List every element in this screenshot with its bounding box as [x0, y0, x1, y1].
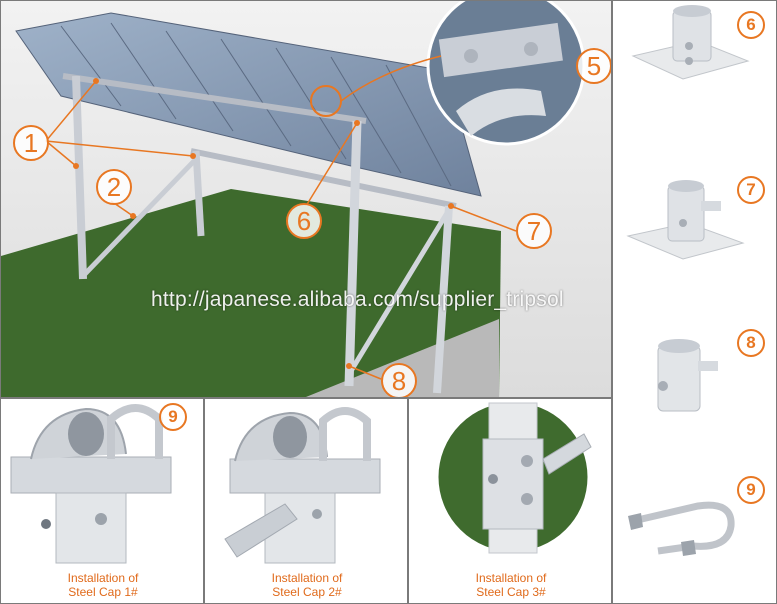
caption-line-2: Steel Cap 3# — [476, 585, 546, 599]
callout-7: 7 — [516, 213, 552, 249]
top-rail — [62, 73, 367, 124]
caption-line-2: Steel Cap 1# — [68, 585, 138, 599]
marker-dot — [346, 363, 352, 369]
steel-cap-part-7 — [626, 180, 745, 260]
mounting-plate — [10, 456, 172, 494]
solar-mount-illustration-panel: 1 2 5 6 7 8 http://japanese.alibaba.com/… — [0, 0, 612, 398]
detail-bolt-1 — [464, 49, 478, 63]
rear-leg-left — [192, 150, 205, 237]
cap-2-illustration — [224, 407, 381, 564]
side-callout-7: 7 — [737, 176, 765, 204]
side-callout-6: 6 — [737, 11, 765, 39]
callout-8: 8 — [381, 363, 417, 397]
caption-cap-3: Installation of Steel Cap 3# — [409, 571, 611, 599]
installation-cell-cap-1: 9 Installation of Steel Cap 1# — [0, 398, 204, 604]
marker-dot — [354, 120, 360, 126]
caption-line-1: Installation of — [271, 571, 343, 585]
caption-cap-2: Installation of Steel Cap 2# — [205, 571, 407, 599]
diagonal-brace — [224, 503, 298, 558]
side-brace — [542, 433, 592, 475]
bottom-callout-9: 9 — [159, 403, 187, 431]
bolt — [312, 509, 322, 519]
caption-line-1: Installation of — [475, 571, 547, 585]
bolt — [521, 493, 533, 505]
u-bolt — [319, 407, 371, 461]
caption-cap-1: Installation of Steel Cap 1# — [1, 571, 203, 599]
watermark-url: http://japanese.alibaba.com/supplier_tri… — [151, 288, 564, 311]
marker-dot — [130, 213, 136, 219]
bolt — [95, 513, 107, 525]
bolt — [41, 519, 51, 529]
callout-1: 1 — [13, 125, 49, 161]
installation-cell-cap-3: Installation of Steel Cap 3# — [408, 398, 612, 604]
detail-pipe — [456, 88, 546, 136]
side-callout-8: 8 — [737, 329, 765, 357]
u-bolt-part-9 — [628, 501, 735, 556]
installation-cell-cap-2: Installation of Steel Cap 2# — [204, 398, 408, 604]
front-leg-right — [344, 120, 362, 387]
panel-grid-lines — [60, 22, 452, 187]
mounting-plate — [229, 458, 381, 494]
steel-cap-part-8 — [657, 339, 718, 412]
u-bolt — [107, 404, 163, 459]
cap-1-illustration — [10, 404, 172, 564]
steel-cap-part-6 — [631, 5, 750, 80]
steel-cap-3-sleeve — [482, 438, 544, 530]
caption-line-1: Installation of — [67, 571, 139, 585]
parts-illustrations — [626, 5, 750, 556]
marker-dot — [190, 153, 196, 159]
callout-2: 2 — [96, 169, 132, 205]
concrete-strip — [305, 319, 499, 397]
detail-bolt-2 — [524, 42, 538, 56]
callout-5: 5 — [576, 48, 611, 84]
diagonal-brace-left — [81, 157, 198, 278]
side-callout-9: 9 — [737, 476, 765, 504]
callout-6: 6 — [286, 203, 322, 239]
rail-tube-opening — [68, 412, 104, 456]
bolt — [488, 474, 498, 484]
detail-highlight-ring — [310, 85, 342, 117]
front-leg-left — [72, 75, 87, 280]
detail-bracket — [438, 22, 563, 78]
solar-mount-diagram — [1, 1, 611, 397]
cap-3-illustration — [435, 399, 592, 555]
marker-dot — [448, 203, 454, 209]
marker-dot — [73, 163, 79, 169]
rear-leg-right — [433, 205, 453, 394]
parts-side-panel: 6 7 8 9 — [612, 0, 777, 604]
steel-cap-body — [55, 492, 127, 564]
grass-ground — [1, 189, 501, 397]
rail-tube-opening — [273, 416, 307, 458]
caption-line-2: Steel Cap 2# — [272, 585, 342, 599]
diagonal-brace-right — [348, 211, 450, 373]
marker-dot — [93, 78, 99, 84]
bolt — [521, 455, 533, 467]
